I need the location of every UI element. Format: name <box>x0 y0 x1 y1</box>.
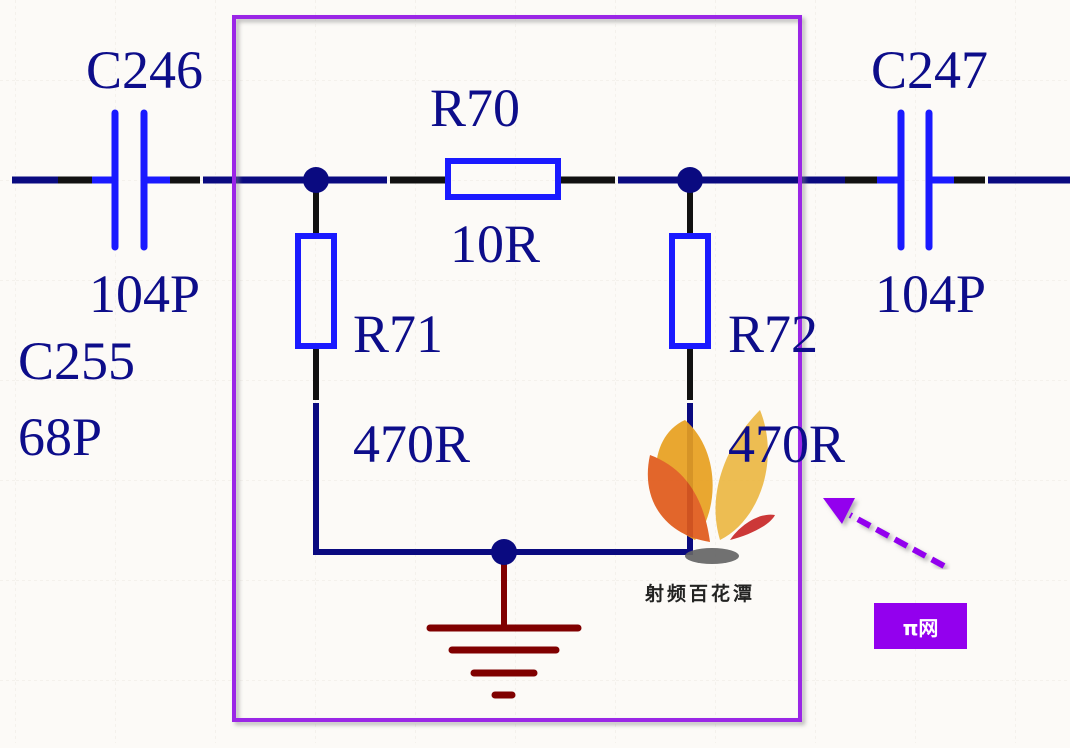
watermark-text: 射频百花潭 <box>644 582 755 605</box>
resistor-r70[interactable] <box>445 158 561 200</box>
c255-value-label: 68P <box>18 407 102 467</box>
r72-ref-label: R72 <box>728 304 818 364</box>
r71-value-label: 470R <box>353 414 470 474</box>
resistor-r71[interactable] <box>295 233 337 349</box>
c246-value-label: 104P <box>89 264 200 324</box>
junction-dot <box>491 539 517 565</box>
r70-ref-label: R70 <box>430 78 520 138</box>
r70-value-label: 10R <box>450 214 540 274</box>
watermark-logo: 射频百花潭 <box>644 410 775 605</box>
c255-ref-label: C255 <box>18 331 135 391</box>
arrow-icon <box>823 498 946 569</box>
c246-ref-label: C246 <box>86 40 203 100</box>
pi-network-highlight-box <box>232 15 802 722</box>
c247-ref-label: C247 <box>871 40 988 100</box>
resistor-r72[interactable] <box>669 233 711 349</box>
r72-value-label: 470R <box>728 414 845 474</box>
pi-network-tag: π网 <box>874 603 967 649</box>
capacitor-c247[interactable] <box>897 109 933 251</box>
capacitor-c246[interactable] <box>111 109 148 251</box>
junction-dot <box>303 167 329 193</box>
c247-value-label: 104P <box>875 264 986 324</box>
junction-dot <box>677 167 703 193</box>
r71-ref-label: R71 <box>353 304 443 364</box>
